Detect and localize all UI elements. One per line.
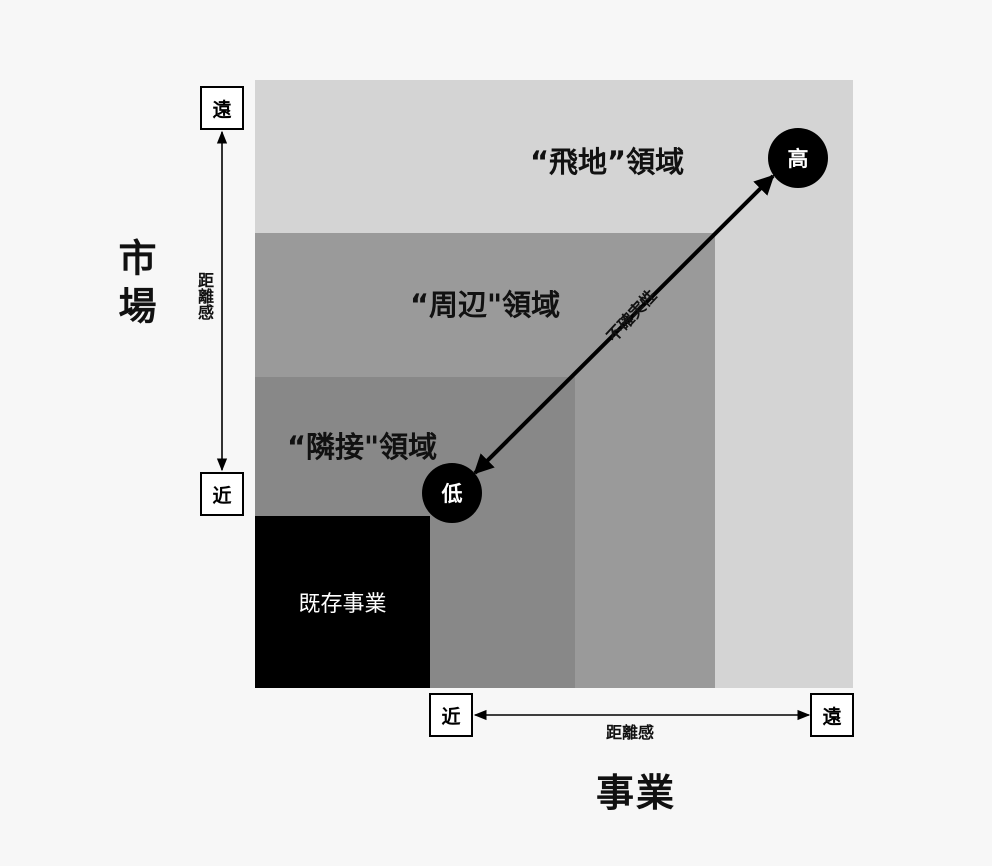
existing-business-label: 既存事業 — [298, 592, 387, 617]
market-axis-title: 市場 — [112, 238, 156, 334]
far-region-label: “飛地”領域 — [530, 145, 685, 179]
business-near-box: 近 — [429, 693, 473, 737]
existing-business-zone — [255, 516, 430, 688]
market-far-box: 遠 — [200, 86, 244, 130]
business-distance-label: 距離感 — [606, 723, 655, 742]
market-near-box: 近 — [200, 472, 244, 516]
adjacent-region-label: “隣接"領域 — [287, 430, 438, 464]
market-distance-label: 距離感 — [195, 272, 214, 320]
business-far-box: 遠 — [810, 693, 854, 737]
high-uncertainty-marker: 高 — [768, 128, 828, 188]
low-uncertainty-marker: 低 — [422, 463, 482, 523]
business-axis-title: 事業 — [596, 771, 677, 815]
uncertainty-arrow — [473, 174, 775, 475]
